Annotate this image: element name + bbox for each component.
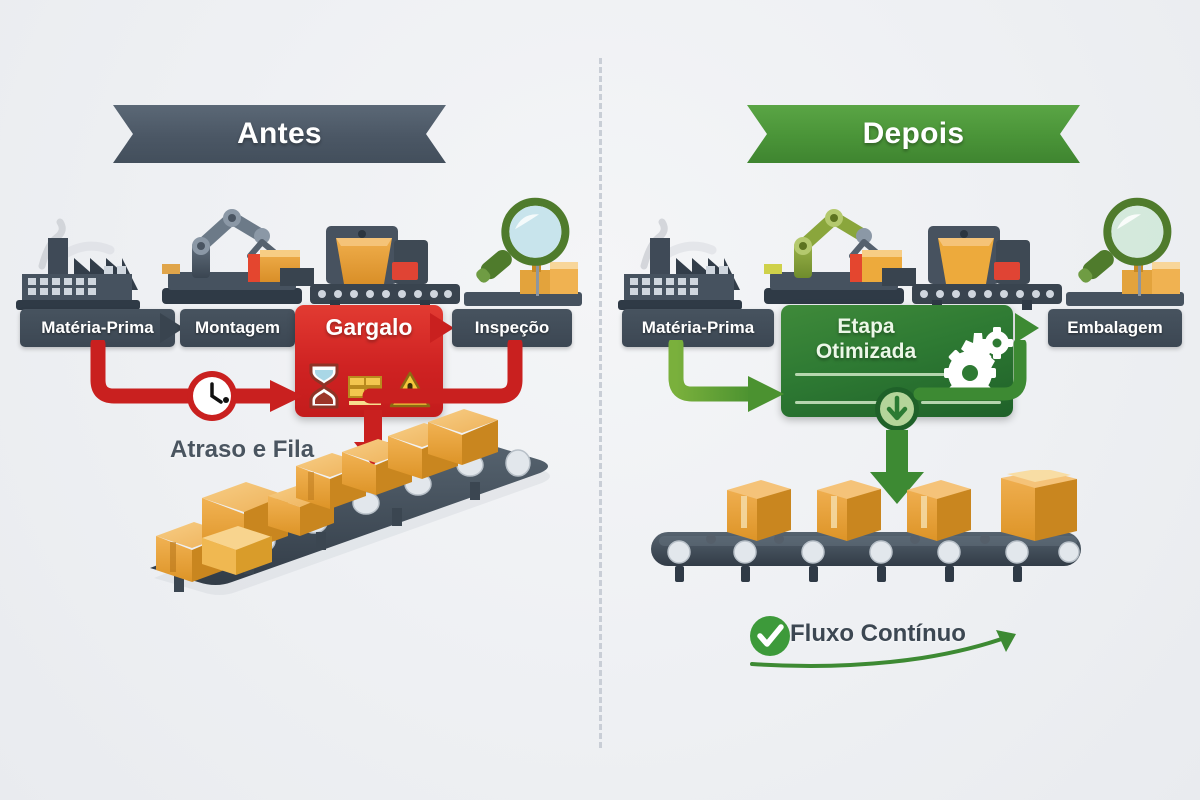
magnifier-icon bbox=[1066, 197, 1184, 306]
green-return-rail bbox=[913, 340, 1027, 401]
conveyor-box bbox=[202, 526, 272, 575]
check-circle-icon bbox=[750, 616, 790, 656]
optimized-title-line1: Etapa bbox=[837, 315, 895, 338]
green-down-arrow-icon bbox=[870, 430, 924, 504]
step-label-text: Matéria-Prima bbox=[41, 318, 154, 337]
divider-rule bbox=[795, 401, 895, 404]
after-flow-arrows bbox=[668, 340, 1027, 412]
optimized-title-line2: Otimizada bbox=[815, 340, 917, 363]
red-arrowhead bbox=[270, 380, 303, 412]
red-elbow-arrow-right bbox=[362, 340, 523, 404]
step-label-text: Matéria-Prima bbox=[641, 318, 755, 337]
step-label-materia-prima-after[interactable]: Matéria-Prima bbox=[622, 309, 774, 347]
step-label-inspecao[interactable]: Inspeçõo bbox=[452, 309, 572, 347]
before-equipment-illustrations bbox=[16, 197, 582, 310]
annotation-label-text: Atraso e Fila bbox=[170, 436, 315, 463]
factory-icon bbox=[16, 218, 140, 310]
conveyor-box bbox=[1001, 470, 1077, 541]
bottleneck-title: Gargalo bbox=[325, 314, 413, 340]
step-label-text: Montagem bbox=[195, 318, 280, 337]
conveyor-congested bbox=[150, 409, 550, 595]
packing-machine-icon bbox=[310, 226, 460, 310]
green-elbow-arrow bbox=[668, 340, 760, 402]
step-label-text: Embalagem bbox=[1067, 318, 1163, 337]
banner-antes: Antes bbox=[113, 105, 446, 163]
conveyor-flowing bbox=[651, 470, 1081, 582]
step-label-montagem[interactable]: Montagem bbox=[180, 309, 295, 347]
optimized-stage-title: Etapa Otimizada bbox=[791, 314, 941, 364]
conveyor-box bbox=[817, 480, 881, 541]
robot-arm-icon bbox=[162, 209, 314, 304]
divider-rule bbox=[795, 373, 945, 376]
magnifier-icon bbox=[464, 197, 582, 306]
before-flow-arrows bbox=[90, 340, 523, 421]
after-equipment-illustrations bbox=[618, 197, 1184, 310]
packing-machine-icon bbox=[912, 226, 1062, 310]
robot-arm-icon bbox=[764, 209, 916, 304]
download-circle-icon bbox=[875, 387, 919, 431]
annotation-fluxo-continuo: Fluxo Contínuo bbox=[790, 620, 966, 648]
conveyor-box bbox=[907, 480, 971, 541]
hourglass-icon bbox=[309, 363, 339, 409]
divider-rule bbox=[921, 401, 1001, 404]
conveyor-box bbox=[428, 409, 498, 465]
step-label-text: Inspeçõo bbox=[474, 318, 550, 337]
factory-icon bbox=[618, 218, 742, 310]
annotation-atraso-e-fila: Atraso e Fila bbox=[170, 436, 314, 464]
red-elbow-arrow-left bbox=[90, 340, 280, 404]
gears-icon bbox=[944, 327, 1013, 397]
step-label-embalagem[interactable]: Embalagem bbox=[1048, 309, 1182, 347]
banner-depois: Depois bbox=[747, 105, 1080, 163]
banner-antes-label: Antes bbox=[237, 117, 322, 150]
conveyor-box bbox=[727, 480, 791, 541]
banner-depois-label: Depois bbox=[862, 117, 965, 150]
annotation-label-text: Fluxo Contínuo bbox=[790, 620, 966, 647]
green-arrowhead bbox=[748, 376, 784, 412]
trend-up-arrow-icon bbox=[750, 630, 1016, 668]
clock-icon-hands bbox=[210, 382, 223, 404]
vertical-dashed-divider bbox=[599, 58, 602, 748]
